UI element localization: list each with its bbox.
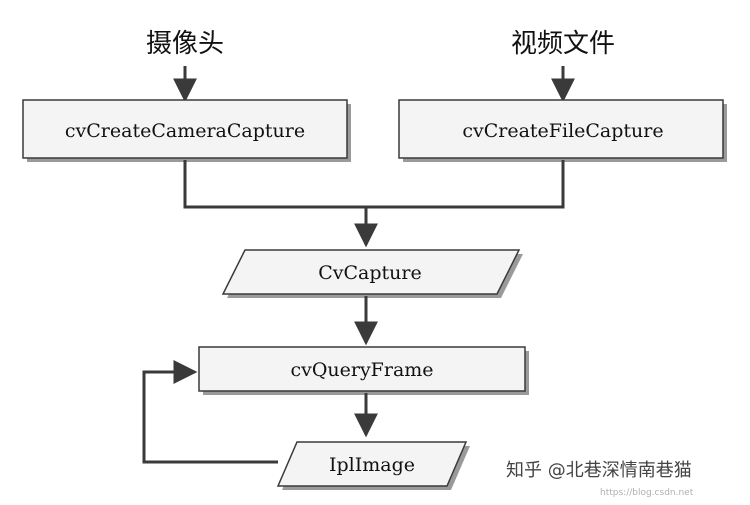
label-video-file: 视频文件 xyxy=(511,29,615,59)
watermark-url: https://blog.csdn.net xyxy=(600,488,694,498)
label-camera: 摄像头 xyxy=(146,29,224,59)
merge-connector xyxy=(183,160,565,209)
node-cvcapture-label: CvCapture xyxy=(318,262,422,284)
node-iplimage-label: IplImage xyxy=(329,454,415,476)
node-iplimage: IplImage xyxy=(276,441,470,490)
node-create-file-capture: cvCreateFileCapture xyxy=(398,99,727,162)
node-query-frame: cvQueryFrame xyxy=(198,346,529,395)
loop-back-connector xyxy=(142,360,278,464)
node-cvcapture: CvCapture xyxy=(221,249,523,298)
node-create-file-capture-label: cvCreateFileCapture xyxy=(462,120,663,142)
node-query-frame-label: cvQueryFrame xyxy=(290,359,433,381)
node-create-camera-capture-label: cvCreateCameraCapture xyxy=(65,120,305,142)
node-create-camera-capture: cvCreateCameraCapture xyxy=(22,99,351,162)
watermark-text: 知乎 @北巷深情南巷猫 xyxy=(506,460,692,481)
